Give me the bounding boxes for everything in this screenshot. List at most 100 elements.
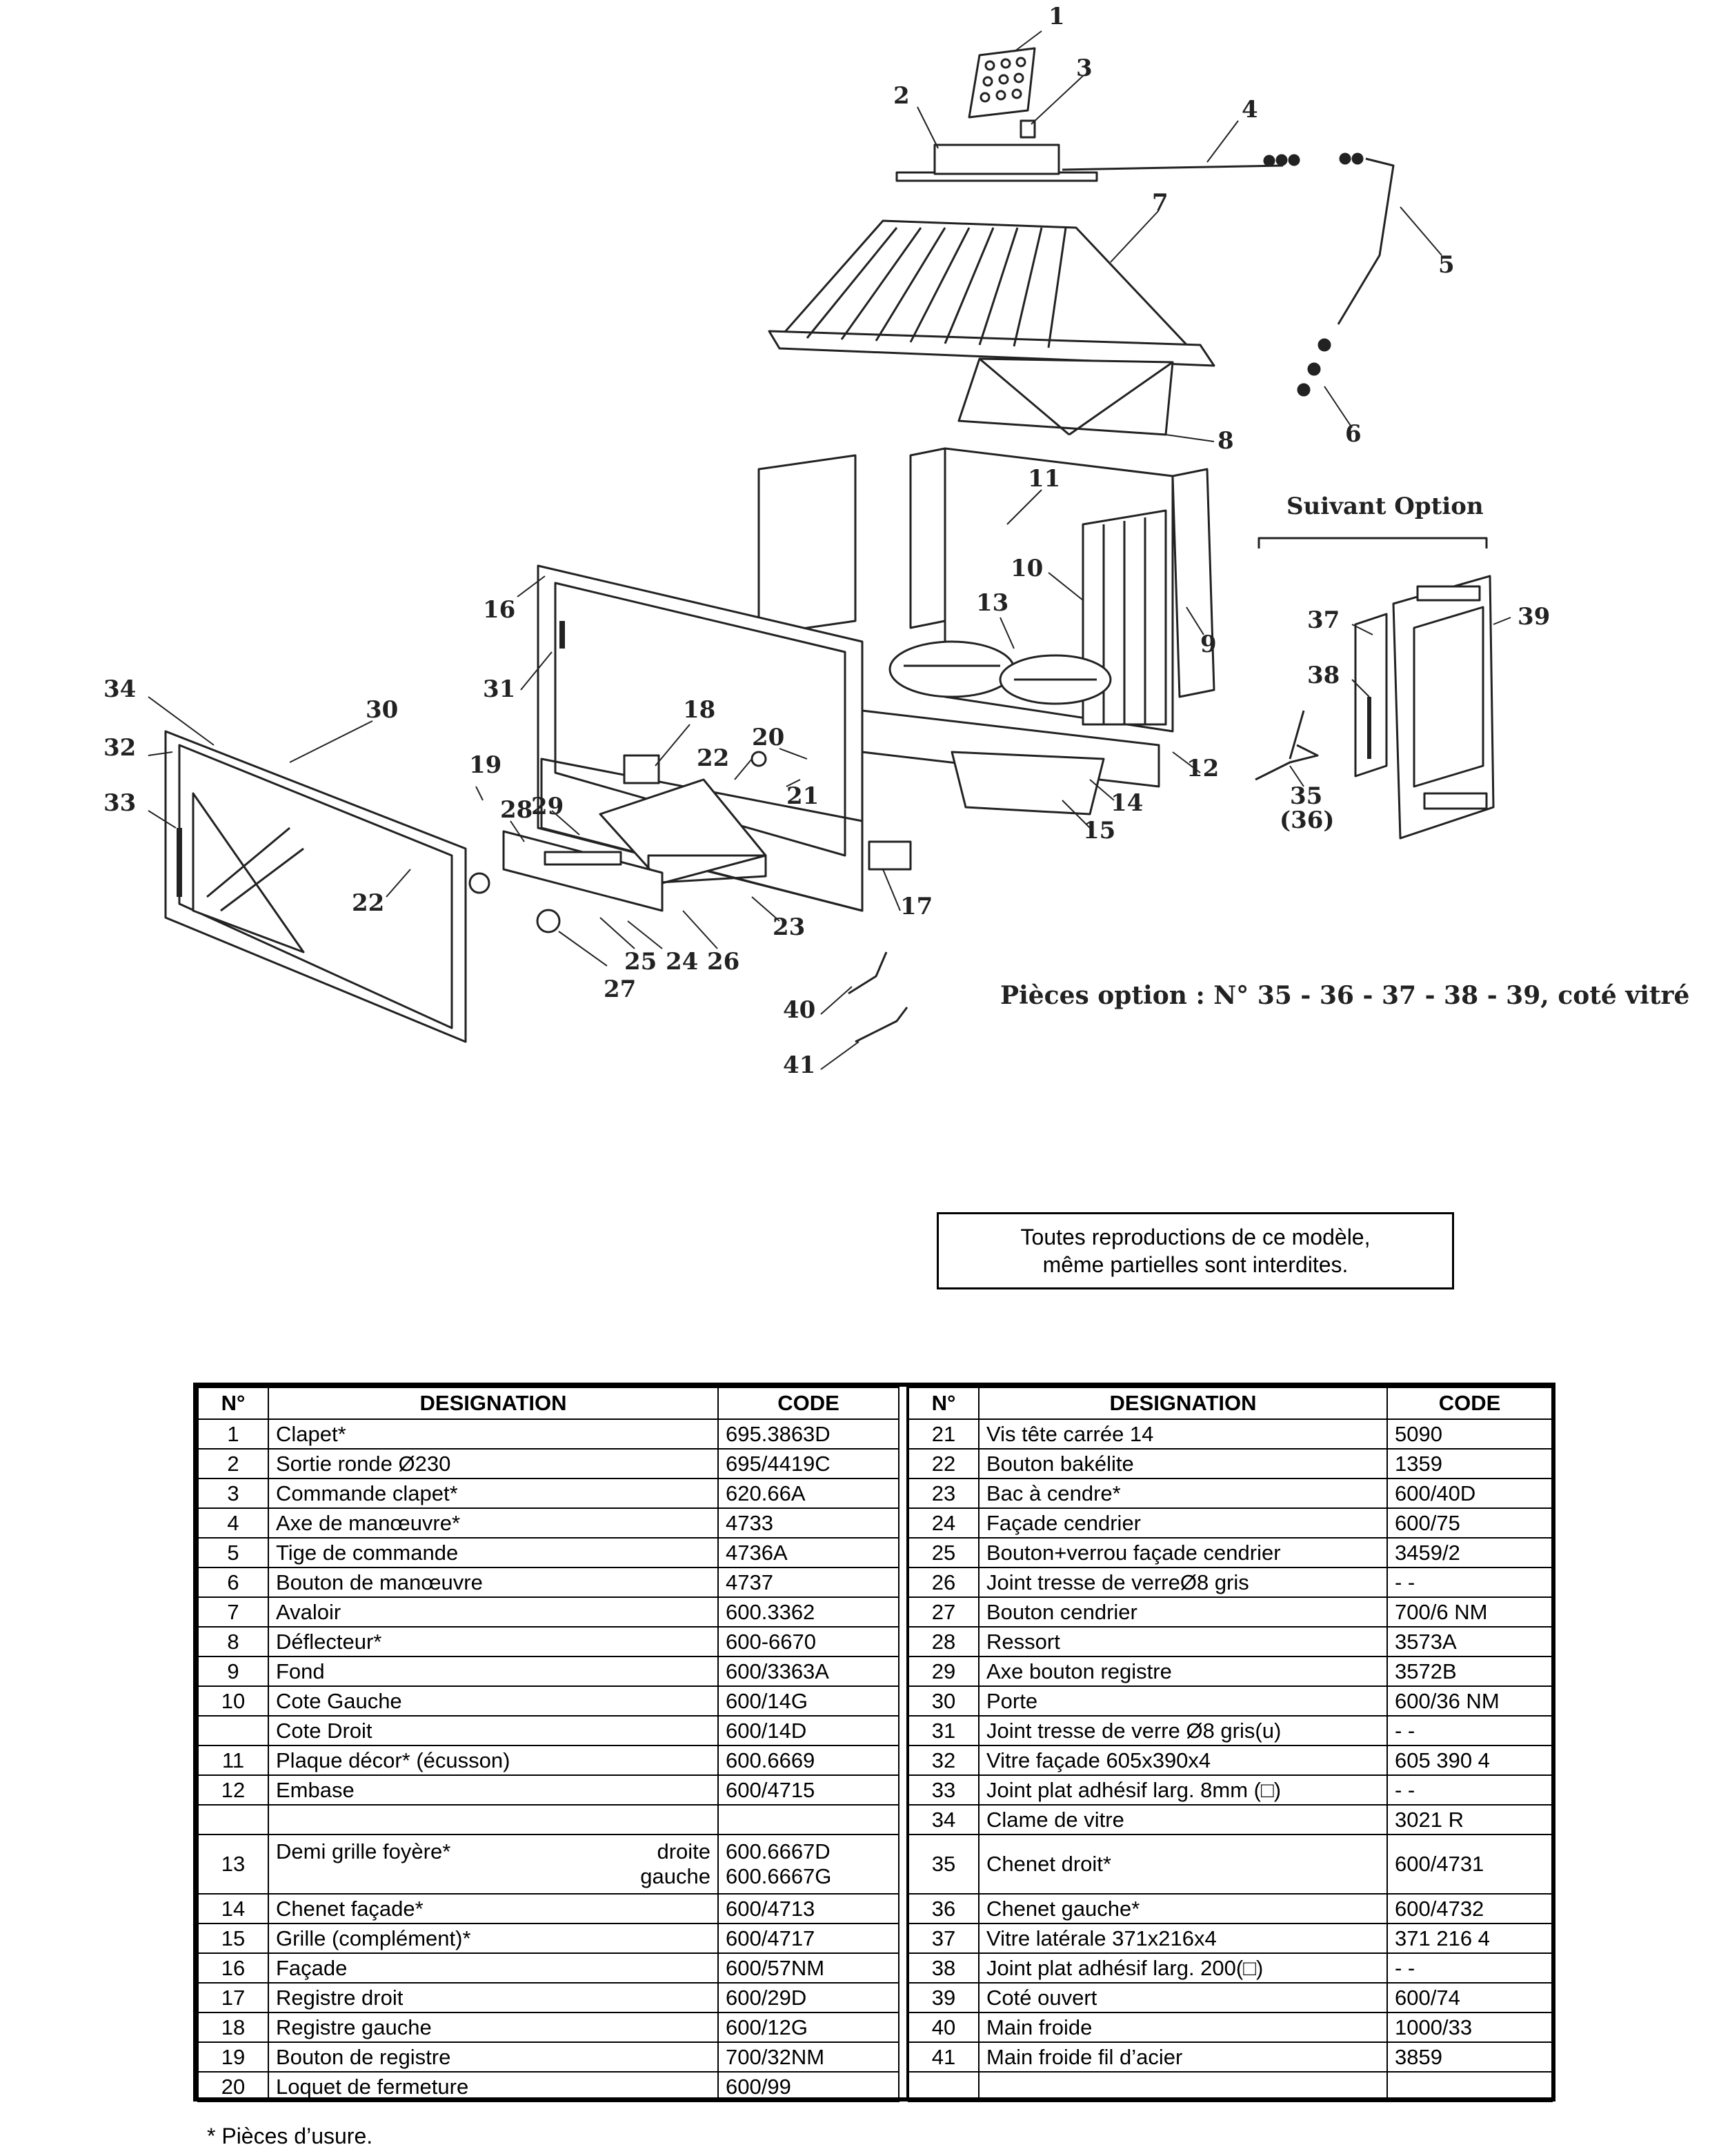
part-number: 32 <box>908 1745 980 1776</box>
part-code <box>717 1804 899 1835</box>
leader-lines <box>148 30 1511 1070</box>
part-designation: Bouton bakélite <box>978 1448 1388 1479</box>
callout-31: 31 <box>483 675 515 703</box>
part-designation: Vitre latérale 371x216x4 <box>978 1923 1388 1954</box>
callout-27: 27 <box>604 976 636 1003</box>
part-designation: Bouton cendrier <box>978 1596 1388 1628</box>
header-num: N° <box>197 1387 269 1420</box>
header-num: N° <box>908 1387 980 1420</box>
part-code: 700/32NM <box>717 2041 899 2073</box>
part-number: 33 <box>908 1774 980 1806</box>
part-number: 6 <box>197 1567 269 1598</box>
footnote: * Pièces d’usure. <box>207 2124 373 2148</box>
part-number: 20 <box>197 2071 269 2102</box>
callout-23: 23 <box>773 913 805 941</box>
callout-35: 35 <box>1290 782 1322 810</box>
part-number: 38 <box>908 1952 980 1984</box>
part-code: 695.3863D <box>717 1418 899 1450</box>
part-code: 600/4715 <box>717 1774 899 1806</box>
part-code: 700/6 NM <box>1386 1596 1553 1628</box>
part-designation: Main froide fil d’acier <box>978 2041 1388 2073</box>
part-code: 600/57NM <box>717 1952 899 1984</box>
part-avaloir <box>768 219 1215 367</box>
part-code: 600/14D <box>717 1715 899 1746</box>
part-designation: Clapet* <box>268 1418 719 1450</box>
part-number: 7 <box>197 1596 269 1628</box>
part-code: 600/99 <box>717 2071 899 2102</box>
callout-30: 30 <box>366 696 398 724</box>
part-code: 371 216 4 <box>1386 1923 1553 1954</box>
callout-15: 15 <box>1083 817 1115 844</box>
callout-25: 25 <box>624 948 657 976</box>
part-bouton-manoeuvre <box>1297 338 1331 397</box>
part-number: 1 <box>197 1418 269 1450</box>
part-number: 36 <box>908 1893 980 1924</box>
callout-39: 39 <box>1518 603 1550 631</box>
table-separator <box>898 1387 908 2097</box>
part-designation: Commande clapet* <box>268 1478 719 1509</box>
part-designation: Déflecteur* <box>268 1626 719 1657</box>
part-designation: Sortie ronde Ø230 <box>268 1448 719 1479</box>
callout-17: 17 <box>900 893 933 920</box>
callout-9: 9 <box>1200 631 1217 658</box>
part-designation: Grille (complément)* <box>268 1923 719 1954</box>
part-designation: Bouton de registre <box>268 2041 719 2073</box>
part-bouton-registre <box>468 872 490 894</box>
part-code: 600/4732 <box>1386 1893 1553 1924</box>
part-designation: Façade <box>268 1952 719 1984</box>
part-code: 3573A <box>1386 1626 1553 1657</box>
part-number <box>908 2071 980 2102</box>
header-designation: DESIGNATION <box>268 1387 719 1420</box>
callout-13: 13 <box>976 589 1008 617</box>
part-designation: Joint tresse de verre Ø8 gris(u) <box>978 1715 1388 1746</box>
part-designation: Axe bouton registre <box>978 1656 1388 1687</box>
part-code: 600/4717 <box>717 1923 899 1954</box>
part-designation: Cote Gauche <box>268 1685 719 1717</box>
part-designation: Chenet droit* <box>978 1834 1388 1895</box>
part-number: 21 <box>908 1418 980 1450</box>
callout-22b: 22 <box>352 889 384 917</box>
part-designation <box>978 2071 1388 2102</box>
part-number: 17 <box>197 1982 269 2013</box>
part-designation: Loquet de fermeture <box>268 2071 719 2102</box>
part-vitre-laterale <box>1354 613 1388 778</box>
part-code: 600/4713 <box>717 1893 899 1924</box>
part-code: 600/29D <box>717 1982 899 2013</box>
part-code: 600/40D <box>1386 1478 1553 1509</box>
callout-41: 41 <box>783 1051 815 1079</box>
part-number: 8 <box>197 1626 269 1657</box>
part-registre-droit <box>868 840 912 871</box>
table-header-row: N° DESIGNATION CODE <box>908 1387 1553 1420</box>
callout-28: 28 <box>500 796 533 824</box>
part-code: 1000/33 <box>1386 2012 1553 2043</box>
part-sortie-ronde <box>895 119 1098 182</box>
part-designation: Bouton+verrou façade cendrier <box>978 1537 1388 1568</box>
part-code: 3021 R <box>1386 1804 1553 1835</box>
variant-label: droite <box>657 1839 710 1863</box>
part-code: - - <box>1386 1952 1553 1984</box>
part-designation: Vitre façade 605x390x4 <box>978 1745 1388 1776</box>
part-designation: Façade cendrier <box>978 1507 1388 1539</box>
part-number: 14 <box>197 1893 269 1924</box>
part-code: 600/36 NM <box>1386 1685 1553 1717</box>
part-number: 3 <box>197 1478 269 1509</box>
part-code: 695/4419C <box>717 1448 899 1479</box>
header-code: CODE <box>717 1387 899 1420</box>
part-number: 29 <box>908 1656 980 1687</box>
part-designation: Main froide <box>978 2012 1388 2043</box>
